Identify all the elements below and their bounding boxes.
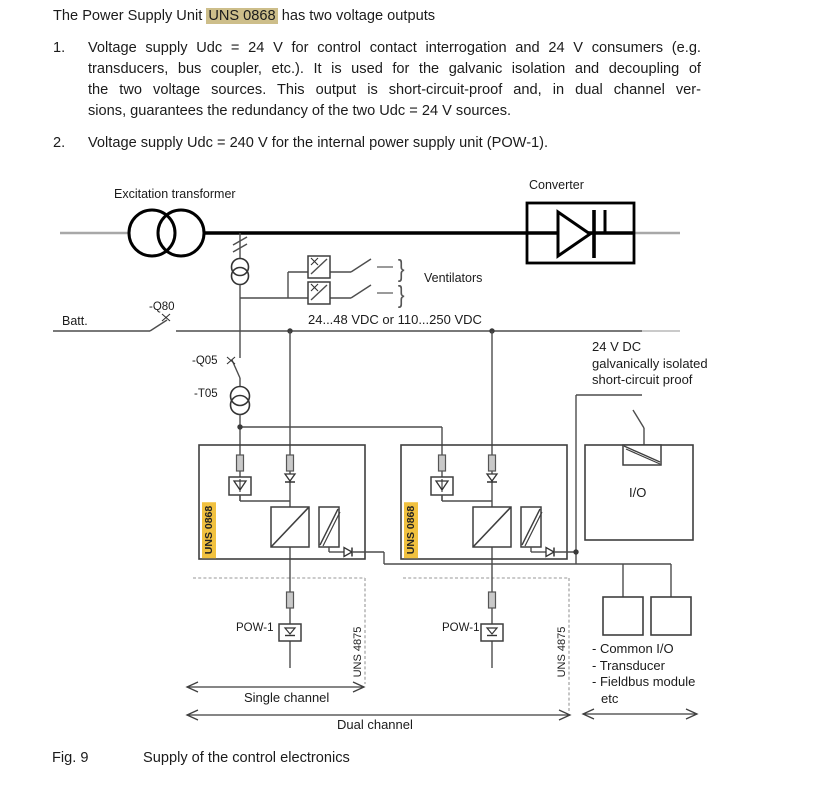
io-converter-symbol xyxy=(622,444,662,466)
uns4875-label-2: UNS 4875 xyxy=(556,626,568,678)
figure-number: Fig. 9 xyxy=(52,750,89,766)
io-box xyxy=(584,444,694,541)
uns4875-label-1: UNS 4875 xyxy=(352,626,364,678)
q80-switch xyxy=(149,313,171,332)
aux-converter-2 xyxy=(520,506,543,548)
t05-transformer-symbol xyxy=(229,378,251,416)
consumer-list-item-2: - Transducer xyxy=(592,657,665,673)
dc24-note-line-1: 24 V DC xyxy=(592,339,642,354)
dcdc-converter-1 xyxy=(270,506,310,548)
brace-glyph-2: } xyxy=(397,281,405,309)
list-item-1-line-3: the two voltage sources. This output is … xyxy=(88,82,701,98)
dual-channel-label: Dual channel xyxy=(337,717,413,732)
uns0868-label-2: UNS 0868 xyxy=(404,501,418,559)
list-item-2-number: 2. xyxy=(53,135,66,151)
dashed-boundary xyxy=(193,577,570,713)
converter-symbol xyxy=(525,201,636,265)
io-span-arrow xyxy=(581,708,699,720)
q80-label: -Q80 xyxy=(149,301,175,313)
bus-voltage-label: 24...48 VDC or 110...250 VDC xyxy=(308,312,482,327)
pow1-label-2: POW-1 xyxy=(442,622,480,634)
consumer-list-item-4: etc xyxy=(601,690,619,706)
ventilators-label: Ventilators xyxy=(424,271,483,285)
excitation-transformer-symbol xyxy=(127,208,206,258)
list-item-1-line-1: Voltage supply Udc = 24 V for control co… xyxy=(88,40,701,56)
dc24-distribution-wires xyxy=(383,394,672,597)
dc24-switch xyxy=(632,409,645,445)
dcdc-converter-2 xyxy=(472,506,512,548)
search-highlight: UNS 0868 xyxy=(206,8,278,24)
surge-symbol-1 xyxy=(228,476,252,496)
q05-label: -Q05 xyxy=(192,355,218,367)
list-item-1-number: 1. xyxy=(53,40,66,56)
intro-pre: The Power Supply Unit xyxy=(53,8,207,24)
dc24-note: 24 V DC galvanically isolated short-circ… xyxy=(592,339,708,389)
dc24-note-line-2: galvanically isolated xyxy=(592,355,708,371)
aux-feed-wire xyxy=(230,233,250,358)
pow1-label-1: POW-1 xyxy=(236,622,274,634)
uns0868-label-1: UNS 0868 xyxy=(202,501,216,559)
batt-bus-wire xyxy=(53,328,680,334)
output-diode-1 xyxy=(328,546,384,558)
list-item-2-text: Voltage supply Udc = 240 V for the inter… xyxy=(88,135,549,151)
intro-paragraph: The Power Supply Unit UNS 0868 has two v… xyxy=(53,6,435,27)
input-diode-2 xyxy=(485,473,499,483)
single-channel-label: Single channel xyxy=(244,690,330,705)
list-item-1-text: Voltage supply Udc = 24 V for control co… xyxy=(88,38,701,122)
consumer-list-item-3: - Fieldbus module xyxy=(592,674,696,689)
ventilator-breaker-1 xyxy=(307,255,331,279)
intro-post: has two voltage outputs xyxy=(277,8,436,24)
brace-glyph-1: } xyxy=(397,255,405,283)
figure-caption: Supply of the control electronics xyxy=(143,750,350,766)
uns0868-box-1 xyxy=(198,444,384,560)
list-item-1-line-2: transducers, bus coupler, etc.). It is u… xyxy=(88,61,701,77)
excitation-transformer-label: Excitation transformer xyxy=(114,187,236,201)
aux-converter-1 xyxy=(318,506,341,548)
consumer-box-1 xyxy=(602,596,644,636)
consumer-list: - Common I/O - Transducer - Fieldbus mod… xyxy=(592,641,695,707)
input-diode-1 xyxy=(283,473,297,483)
list-item-1-line-4: sions, guarantees the redundancy of the … xyxy=(88,103,512,119)
consumer-list-item-1: - Common I/O xyxy=(592,641,674,656)
io-label: I/O xyxy=(629,485,647,500)
ventilator-breaker-2 xyxy=(307,281,331,305)
dc24-note-line-3: short-circuit proof xyxy=(592,372,693,387)
batt-label: Batt. xyxy=(62,314,88,328)
dual-channel-arrow xyxy=(185,709,572,721)
consumer-box-2 xyxy=(650,596,692,636)
pow1-section-2 xyxy=(480,591,504,642)
uns0868-box-2 xyxy=(400,444,576,560)
pow1-section-1 xyxy=(278,591,302,642)
surge-symbol-2 xyxy=(430,476,454,496)
output-diode-2 xyxy=(530,546,576,558)
t05-label: -T05 xyxy=(194,388,218,400)
converter-label: Converter xyxy=(529,178,584,192)
q05-switch xyxy=(226,356,241,379)
single-channel-arrow xyxy=(185,681,366,693)
